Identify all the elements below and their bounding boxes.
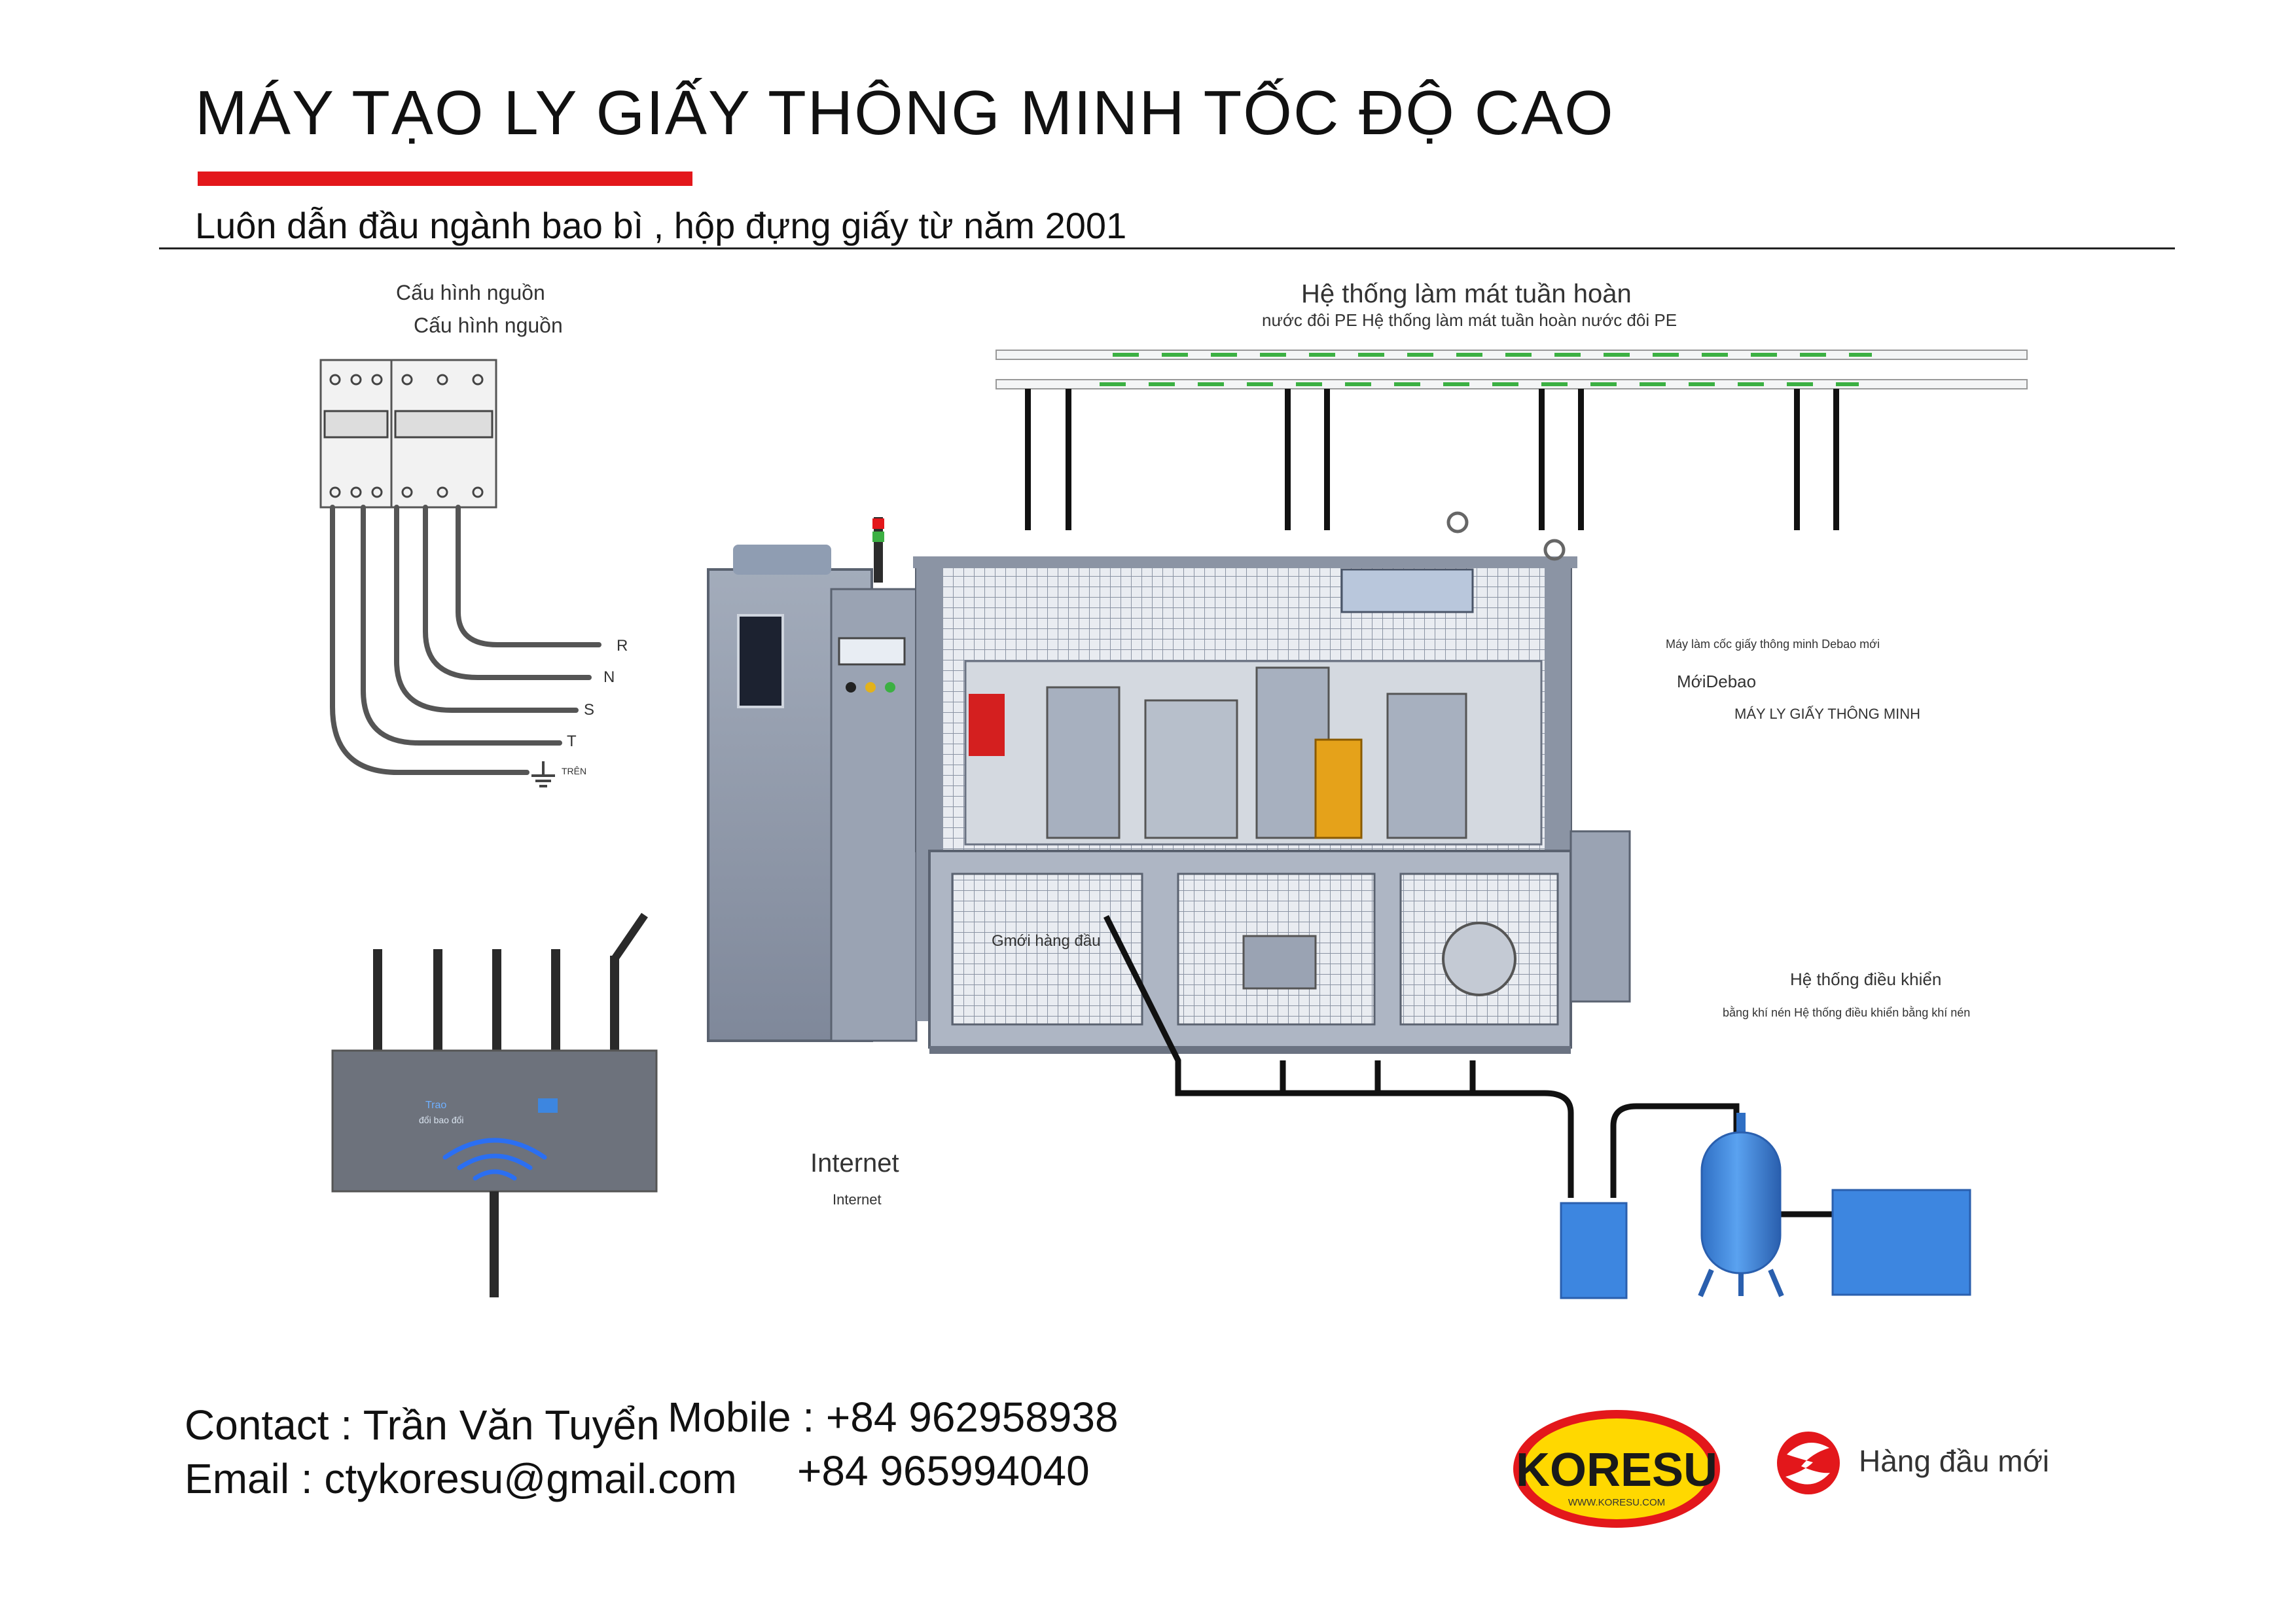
machine-brand: MớiDebao	[1677, 672, 1756, 691]
wire-label-s: S	[584, 701, 594, 719]
cup-machine-illustration: Gmới hàng đầu	[707, 511, 1631, 1054]
machine-name: MÁY LY GIẤY THÔNG MINH	[1734, 706, 1920, 722]
page-subtitle: Luôn dẫn đầu ngành bao bì , hộp đựng giấ…	[195, 205, 1127, 246]
air-tank	[1698, 1113, 1784, 1297]
partner-logo-text: Hàng đầu mới	[1859, 1444, 2049, 1478]
machine-panel-label: Gmới hàng đầu	[992, 932, 1101, 950]
contact-mobile-2: +84 965994040	[797, 1447, 1090, 1494]
title-underline	[198, 171, 692, 186]
koresu-logo: KORESU WWW.KORESU.COM	[1513, 1410, 1720, 1528]
power-configuration: Cấu hình nguồn Cấu hình nguồn	[319, 281, 628, 787]
power-wires	[330, 505, 601, 775]
wire-label-n: N	[603, 668, 615, 686]
koresu-logo-url: WWW.KORESU.COM	[1568, 1497, 1665, 1508]
wire-label-r: R	[617, 637, 628, 655]
cooling-subtitle: nước đôi PE Hệ thống làm mát tuần hoàn n…	[1262, 310, 1677, 330]
partner-logo: Hàng đầu mới	[1777, 1432, 2049, 1494]
ground-icon	[531, 761, 555, 787]
air-compressor-box	[1831, 1189, 1971, 1296]
power-subtitle: Cấu hình nguồn	[414, 314, 563, 337]
network-router: Trao đổi bao đổi	[331, 912, 658, 1297]
koresu-logo-text: KORESU	[1516, 1444, 1717, 1496]
control-title: Hệ thống điều khiển	[1790, 969, 1941, 989]
cooling-system: Hệ thống làm mát tuần hoàn nước đôi PE H…	[996, 280, 2028, 530]
router-label-line2: đổi bao đổi	[419, 1115, 464, 1125]
air-filter-box	[1560, 1202, 1628, 1299]
control-subtitle: bằng khí nén Hệ thống điều khiển bằng kh…	[1723, 1005, 1970, 1019]
contact-mobile-1: Mobile : +84 962958938	[668, 1394, 1119, 1441]
router-label-line1: Trao	[425, 1100, 446, 1111]
circuit-breaker	[319, 359, 497, 509]
power-title: Cấu hình nguồn	[396, 281, 545, 304]
machine-caption: Máy làm cốc giấy thông minh Debao mới	[1666, 638, 1880, 651]
internet-subtitle: Internet	[833, 1191, 882, 1208]
cooling-title: Hệ thống làm mát tuần hoàn	[1301, 280, 1632, 308]
internet-title: Internet	[810, 1149, 899, 1178]
ground-label: TRÊN	[562, 766, 586, 776]
contact-name: Contact : Trần Văn Tuyển	[185, 1401, 660, 1449]
header-divider	[159, 247, 2175, 249]
page-title: MÁY TẠO LY GIẤY THÔNG MINH TỐC ĐỘ CAO	[195, 78, 1615, 148]
wifi-icon	[442, 1138, 547, 1181]
wire-label-t: T	[567, 732, 577, 750]
contact-email: Email : ctykoresu@gmail.com	[185, 1455, 737, 1502]
